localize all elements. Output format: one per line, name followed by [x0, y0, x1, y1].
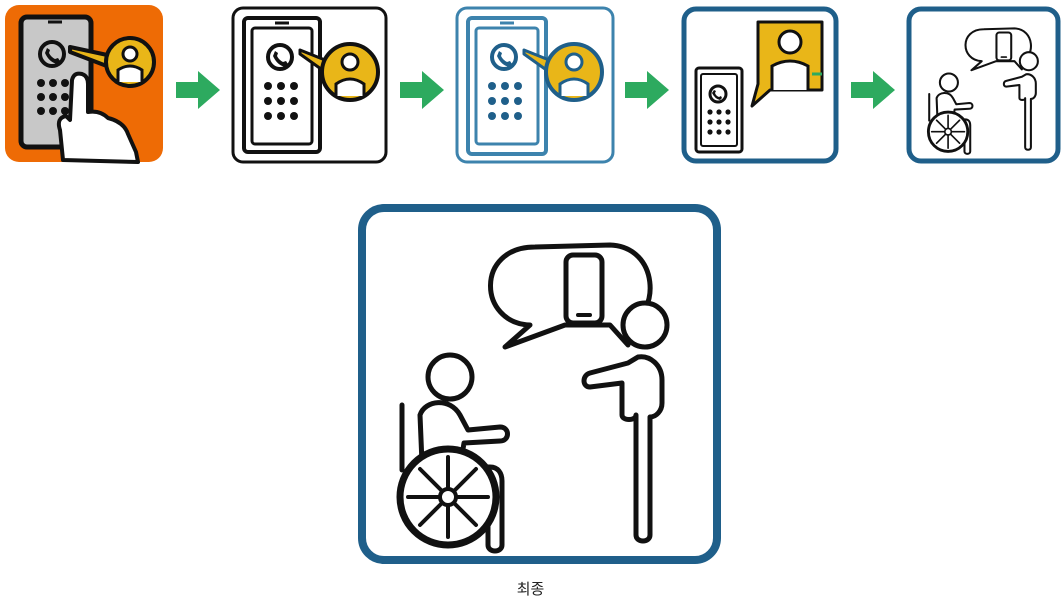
doorphone-video-call-icon — [694, 20, 824, 154]
arrow-4-icon — [851, 71, 895, 109]
final-caption: 최종 — [516, 580, 545, 598]
arrow-1-icon — [176, 71, 220, 109]
arrow-2-icon — [400, 71, 444, 109]
doorphone-outline-icon — [242, 16, 380, 154]
doorphone-blue-icon — [466, 16, 604, 156]
step-4-doorphone-video — [681, 6, 839, 164]
final-wheelchair-person — [358, 204, 721, 564]
step-5-wheelchair-person — [906, 6, 1061, 164]
step-1-orange-doorphone — [5, 5, 163, 164]
step-2-outline-doorphone — [231, 6, 388, 164]
step-3-blue-doorphone — [455, 6, 615, 164]
arrow-3-icon — [625, 71, 669, 109]
doorphone-with-hand-icon — [18, 14, 156, 164]
